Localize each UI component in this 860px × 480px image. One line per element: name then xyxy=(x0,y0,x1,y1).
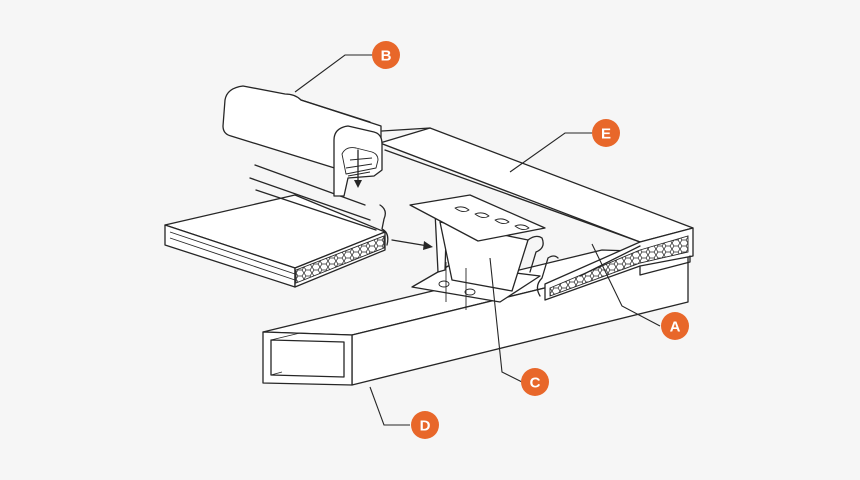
callout-label-c: C xyxy=(530,375,541,392)
callout-label-d: D xyxy=(420,418,431,435)
leader-lines xyxy=(294,54,661,426)
callout-label-a: A xyxy=(670,319,681,336)
callout-badge-icon xyxy=(372,41,400,69)
right-panel xyxy=(379,127,694,301)
right-arrow-icon xyxy=(423,241,433,250)
callout-label-e: E xyxy=(601,126,611,143)
callout-e: E xyxy=(592,119,620,147)
callout-b: B xyxy=(372,41,400,69)
callout-badge-icon xyxy=(661,312,689,340)
callout-badge-icon xyxy=(411,411,439,439)
callout-badge-icon xyxy=(592,119,620,147)
support-bracket xyxy=(409,194,559,310)
callout-label-b: B xyxy=(381,48,392,65)
down-arrow-icon xyxy=(354,180,362,188)
left-panel xyxy=(164,164,389,288)
callout-c: C xyxy=(521,368,549,396)
callout-badge-icon xyxy=(521,368,549,396)
callout-a: A xyxy=(661,312,689,340)
callout-d: D xyxy=(411,411,439,439)
assembly-arrows xyxy=(354,149,433,250)
